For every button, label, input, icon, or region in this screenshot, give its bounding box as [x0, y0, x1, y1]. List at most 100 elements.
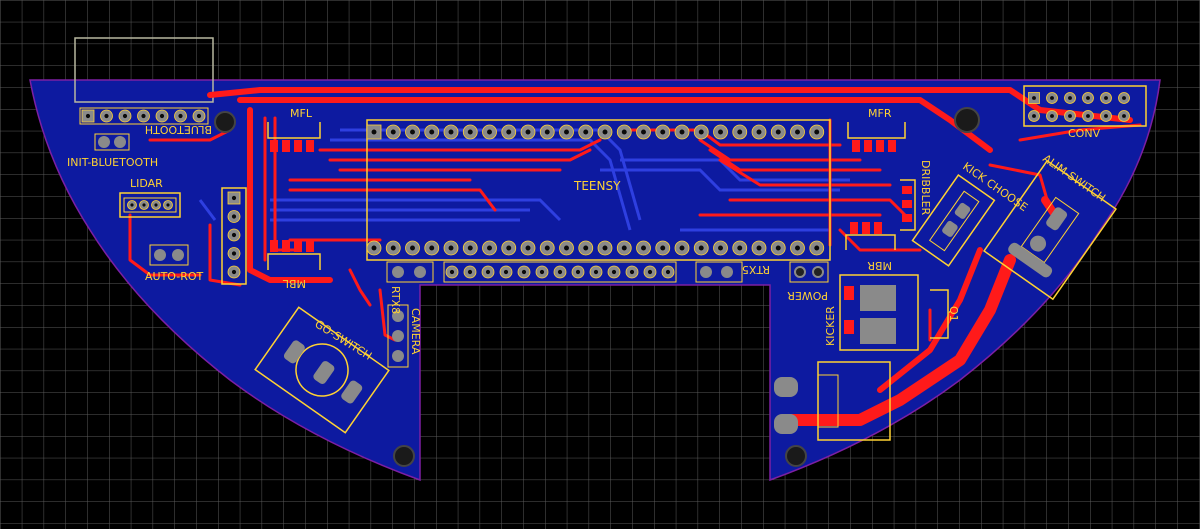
pad-hole — [583, 245, 589, 251]
pad-hole — [448, 245, 454, 251]
pad-hole — [1032, 114, 1036, 118]
pad-hole — [1104, 96, 1108, 100]
pad — [98, 136, 110, 148]
pad-hole — [485, 269, 491, 275]
conv-pins — [1028, 92, 1130, 122]
pad-hole — [506, 129, 512, 135]
mounting-holes — [214, 107, 980, 467]
board-outline — [29, 79, 1161, 482]
label-lidar: LIDAR — [130, 177, 163, 190]
mounting-hole — [393, 445, 415, 467]
lidar-connector — [119, 192, 181, 218]
pad-hole — [1122, 114, 1126, 118]
pad-hole — [641, 129, 646, 135]
pad-hole — [641, 245, 646, 251]
pad-hole — [487, 245, 492, 251]
pad-hole — [178, 113, 183, 119]
label-rtx8: RTX8 — [389, 286, 402, 314]
pad-hole — [429, 245, 435, 251]
label-auto-rot: AUTO-ROT — [145, 270, 204, 283]
init-bluetooth-header — [94, 133, 130, 151]
mbr-driver — [845, 222, 896, 250]
kicker-connector-inner — [817, 374, 839, 428]
lidar-outline — [119, 192, 181, 218]
label-dribbler: DRIBBLER — [919, 160, 932, 216]
pad — [414, 266, 426, 278]
pad-hole — [525, 245, 531, 251]
pad-hole — [679, 245, 685, 251]
pad-hole — [448, 129, 454, 135]
label-mbl: MBL — [282, 277, 306, 290]
mounting-hole — [214, 111, 236, 133]
pad-hole — [231, 251, 237, 256]
pad — [392, 266, 404, 278]
middle-header-outline — [443, 261, 677, 283]
teensy-outline — [366, 119, 831, 261]
camera-header — [387, 304, 409, 368]
pad — [392, 310, 404, 322]
label-mfr: MFR — [868, 107, 892, 120]
teensy-pins-bottom — [366, 240, 825, 256]
pad-hole — [467, 269, 473, 275]
pad — [172, 249, 184, 261]
pad-hole — [231, 195, 237, 201]
mbl-driver — [267, 240, 321, 270]
pad-hole — [539, 269, 545, 275]
dribbler-driver — [900, 179, 916, 231]
pad-hole — [231, 214, 237, 219]
mfr-driver — [847, 122, 906, 152]
pad-hole — [611, 269, 617, 275]
label-bluetooth: BLUETOOTH — [145, 123, 212, 136]
lidar-inner — [123, 197, 177, 213]
pad-hole — [1086, 96, 1090, 100]
teensy-pins-top — [366, 124, 825, 140]
middle-header-pins — [445, 265, 675, 279]
go-switch — [254, 306, 390, 434]
bluetooth-module-outline — [74, 37, 214, 103]
pad-hole — [1086, 114, 1090, 118]
pad-hole — [718, 129, 723, 135]
pad-hole — [593, 269, 599, 275]
auto-rot-outline — [149, 244, 189, 266]
pad-hole — [647, 269, 653, 275]
mounting-hole — [954, 107, 980, 133]
kicker-pad — [774, 377, 798, 397]
mfl-driver — [267, 122, 321, 152]
pad-hole — [814, 129, 820, 135]
conv-header — [1023, 85, 1147, 127]
pad-hole — [621, 245, 627, 251]
label-teensy: TEENSY — [573, 179, 621, 193]
kick-choose-switch — [911, 173, 996, 267]
kicker-smd — [844, 286, 854, 300]
bluetooth-header — [79, 107, 209, 125]
kicker-pad — [774, 414, 798, 434]
pad-hole — [142, 203, 146, 207]
pad-hole — [602, 129, 608, 135]
power-header — [789, 261, 829, 283]
pad-hole — [104, 113, 109, 119]
kicker-output-connector — [774, 361, 891, 441]
pad-hole — [1068, 96, 1072, 100]
camera-outline — [387, 304, 409, 368]
pad-hole — [85, 113, 91, 119]
pad-hole — [795, 129, 800, 135]
pad-hole — [1104, 114, 1108, 118]
pad-hole — [814, 245, 820, 251]
rtx8-header — [386, 261, 434, 283]
pad-hole — [506, 245, 512, 251]
pad-hole — [660, 129, 666, 135]
pad-hole — [564, 129, 569, 135]
kicker-block — [839, 274, 949, 351]
pad-hole — [564, 245, 569, 251]
pad-hole — [737, 245, 743, 251]
label-rtx5: RTX5 — [742, 263, 770, 276]
pad-hole — [775, 245, 781, 251]
pad-hole — [557, 269, 563, 275]
pad — [114, 136, 126, 148]
pad-hole — [756, 129, 762, 135]
rtx5-header — [695, 261, 743, 283]
pad-hole — [487, 129, 492, 135]
teensy-footprint — [366, 119, 831, 261]
pad-hole — [196, 113, 202, 119]
